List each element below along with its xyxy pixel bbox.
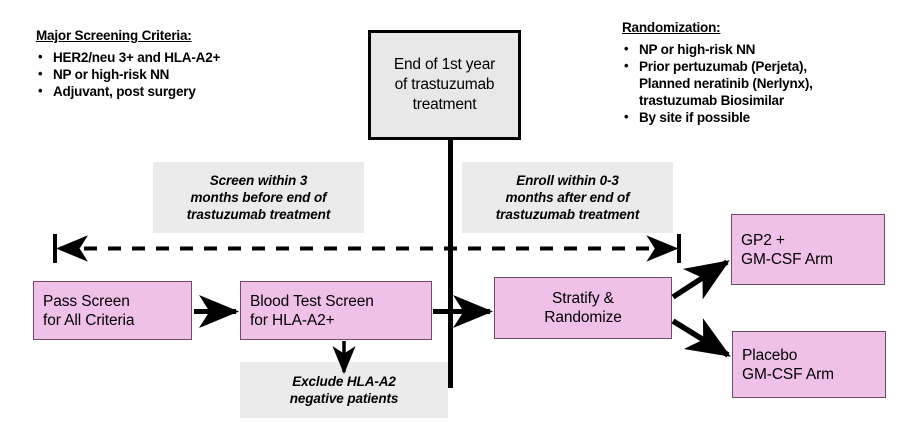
screen-window-line-3: trastuzumab treatment — [186, 207, 331, 222]
bullet-icon: • — [38, 66, 43, 81]
gp2-arm-line-2: GM-CSF Arm — [741, 250, 833, 268]
list-item-label: Adjuvant, post surgery — [53, 84, 196, 99]
major-screening-criteria-heading: Major Screening Criteria: — [36, 28, 192, 43]
stratify-line-2: Randomize — [544, 309, 622, 326]
list-item: • Prior pertuzumab (Perjeta), Planned ne… — [622, 58, 813, 109]
list-item-label: HER2/neu 3+ and HLA-A2+ — [53, 50, 221, 65]
gp2-gmcsf-arm-box: GP2 + GM-CSF Arm — [731, 214, 885, 285]
pass-screen-box: Pass Screen for All Criteria — [33, 281, 192, 340]
list-item-label: NP or high-risk NN — [53, 67, 170, 82]
arrow-stratify-to-gp2 — [671, 259, 730, 300]
stratify-line-1: Stratify & — [552, 290, 614, 307]
placebo-arm-line-1: Placebo — [742, 346, 798, 364]
list-item-label-3: trastuzumab Biosimilar — [639, 93, 784, 108]
bullet-icon: • — [624, 41, 629, 56]
screen-window-annotation: Screen within 3 months before end of tra… — [153, 162, 364, 233]
blood-test-line-2: for HLA-A2+ — [250, 311, 335, 329]
treatment-window-dashed-arrow — [53, 234, 681, 263]
list-item: • NP or high-risk NN — [36, 66, 220, 83]
enroll-window-annotation: Enroll within 0-3 months after end of tr… — [462, 162, 673, 233]
gp2-arm-line-1: GP2 + — [741, 231, 785, 249]
list-item-label: NP or high-risk NN — [639, 42, 756, 57]
randomization-block: Randomization: • NP or high-risk NN • Pr… — [622, 20, 813, 126]
exclude-line-1: Exclude HLA-A2 — [292, 374, 396, 389]
pass-screen-line-1: Pass Screen — [43, 292, 130, 310]
list-item-label-2: Planned neratinib (Nerlynx), — [639, 76, 813, 91]
placebo-gmcsf-arm-box: Placebo GM-CSF Arm — [732, 331, 886, 398]
bullet-icon: • — [38, 49, 43, 64]
major-screening-criteria-block: Major Screening Criteria: • HER2/neu 3+ … — [36, 28, 220, 100]
list-item-label: By site if possible — [639, 110, 750, 125]
exclude-line-2: negative patients — [289, 391, 399, 406]
screen-window-line-1: Screen within 3 — [209, 173, 308, 188]
bullet-icon: • — [38, 83, 43, 98]
blood-test-line-1: Blood Test Screen — [250, 292, 374, 310]
exclude-annotation: Exclude HLA-A2 negative patients — [240, 362, 448, 418]
list-item: • Adjuvant, post surgery — [36, 83, 220, 100]
enroll-window-line-1: Enroll within 0-3 — [516, 173, 619, 188]
stratify-randomize-box: Stratify & Randomize — [494, 277, 672, 339]
end-of-first-year-line-1: End of 1st year — [393, 56, 496, 73]
pass-screen-line-2: for All Criteria — [43, 311, 135, 329]
end-of-first-year-line-2: of trastuzumab — [394, 76, 495, 93]
screen-window-line-2: months before end of — [190, 190, 327, 205]
blood-test-screen-box: Blood Test Screen for HLA-A2+ — [240, 281, 432, 340]
enroll-window-line-3: trastuzumab treatment — [495, 207, 640, 222]
bullet-icon: • — [624, 58, 629, 73]
list-item: • HER2/neu 3+ and HLA-A2+ — [36, 49, 220, 66]
enroll-window-line-2: months after end of — [505, 190, 630, 205]
end-of-first-year-line-3: treatment — [412, 96, 477, 113]
end-of-first-year-box: End of 1st year of trastuzumab treatment — [368, 30, 521, 140]
randomization-heading: Randomization: — [622, 20, 721, 35]
major-screening-criteria-list: • HER2/neu 3+ and HLA-A2+ • NP or high-r… — [36, 49, 220, 100]
arrow-stratify-to-placebo — [671, 318, 731, 358]
timeline-vertical-line — [448, 140, 453, 388]
list-item: • By site if possible — [622, 109, 813, 126]
placebo-arm-line-2: GM-CSF Arm — [742, 365, 834, 383]
list-item: • NP or high-risk NN — [622, 41, 813, 58]
bullet-icon: • — [624, 109, 629, 124]
randomization-list: • NP or high-risk NN • Prior pertuzumab … — [622, 41, 813, 126]
list-item-label: Prior pertuzumab (Perjeta), — [639, 59, 807, 74]
